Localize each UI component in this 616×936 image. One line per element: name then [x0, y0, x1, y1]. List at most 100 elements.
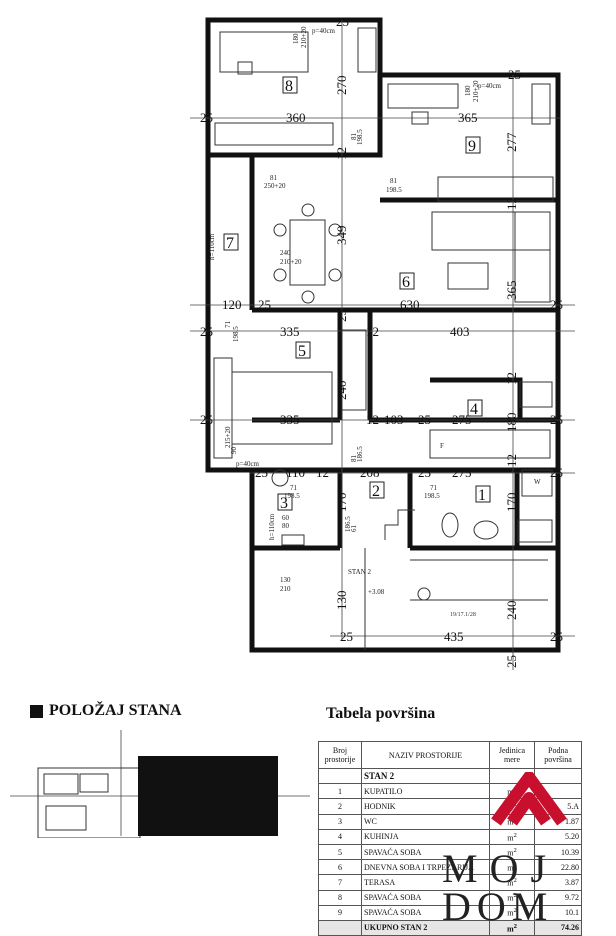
- annotation-notes: p=40cm 180 210+20 p=40cm 180 210+20 81 2…: [208, 26, 541, 618]
- svg-text:335: 335: [280, 412, 300, 427]
- svg-text:25: 25: [200, 324, 213, 339]
- svg-text:25: 25: [418, 465, 431, 480]
- svg-text:12: 12: [504, 372, 519, 385]
- svg-text:170: 170: [504, 493, 519, 513]
- svg-text:277: 277: [504, 132, 519, 152]
- svg-text:240: 240: [504, 601, 519, 621]
- header-unit: Jedinica mere: [489, 741, 535, 769]
- svg-text:DOM: DOM: [442, 884, 553, 927]
- svg-text:25: 25: [255, 465, 268, 480]
- svg-text:61: 61: [350, 525, 358, 533]
- room-label-6: 6: [402, 274, 410, 291]
- svg-text:186.5: 186.5: [344, 516, 352, 532]
- svg-text:103: 103: [384, 412, 404, 427]
- room-label-8: 8: [285, 78, 293, 95]
- svg-text:240: 240: [334, 381, 349, 401]
- svg-text:435: 435: [444, 629, 464, 644]
- floor-plan: 8 9 7 6 5 4 3 2 1 360 365 270 277 349 63…: [190, 14, 575, 670]
- position-title-text: POLOŽAJ STANA: [49, 702, 182, 719]
- svg-text:12: 12: [366, 324, 379, 339]
- svg-text:365: 365: [458, 110, 478, 125]
- svg-text:210+20: 210+20: [472, 80, 480, 102]
- svg-text:25: 25: [418, 412, 431, 427]
- svg-text:25: 25: [334, 309, 349, 322]
- svg-text:25: 25: [200, 412, 213, 427]
- svg-text:250+20: 250+20: [264, 182, 286, 190]
- svg-text:210+20: 210+20: [280, 258, 302, 266]
- walls: [205, 17, 561, 653]
- svg-text:25: 25: [550, 629, 563, 644]
- table-title: Tabela površina: [326, 705, 436, 722]
- svg-text:110: 110: [286, 465, 305, 480]
- svg-text:270: 270: [334, 76, 349, 96]
- svg-text:180: 180: [464, 85, 472, 96]
- svg-text:12: 12: [366, 412, 379, 427]
- svg-text:81: 81: [270, 174, 278, 182]
- position-minimap: [10, 730, 310, 838]
- svg-text:80: 80: [282, 522, 290, 530]
- svg-text:W: W: [534, 478, 541, 486]
- svg-text:210+20: 210+20: [300, 26, 308, 48]
- svg-text:25: 25: [340, 629, 353, 644]
- svg-text:170: 170: [334, 493, 349, 513]
- svg-text:120: 120: [222, 297, 242, 312]
- svg-text:+3.08: +3.08: [368, 588, 385, 596]
- svg-text:25: 25: [504, 655, 519, 668]
- svg-text:25: 25: [550, 412, 563, 427]
- moj-dom-logo: MOJ DOM: [442, 772, 567, 927]
- svg-text:19/17.1/28: 19/17.1/28: [450, 612, 476, 618]
- svg-text:180: 180: [292, 33, 300, 44]
- svg-text:360: 360: [286, 110, 306, 125]
- svg-text:p=40cm: p=40cm: [478, 82, 502, 90]
- room-label-9: 9: [468, 138, 476, 155]
- svg-text:240: 240: [280, 249, 291, 257]
- svg-text:630: 630: [400, 297, 420, 312]
- furniture: [213, 27, 554, 650]
- header-number: Broj prostorije: [318, 741, 362, 769]
- svg-text:130: 130: [280, 576, 291, 584]
- svg-text:12: 12: [504, 454, 519, 467]
- room-label-2: 2: [372, 483, 380, 500]
- area-table: Broj prostorije NAZIV PROSTORIJE Jedinic…: [318, 741, 582, 936]
- svg-text:12: 12: [316, 465, 329, 480]
- svg-text:215+20: 215+20: [224, 426, 232, 448]
- svg-text:12: 12: [504, 197, 519, 210]
- svg-text:25: 25: [550, 465, 563, 480]
- svg-text:25: 25: [258, 297, 271, 312]
- svg-text:180: 180: [504, 413, 519, 433]
- svg-text:130: 130: [334, 591, 349, 611]
- svg-text:71: 71: [430, 484, 438, 492]
- svg-text:365: 365: [504, 281, 519, 301]
- svg-text:335: 335: [280, 324, 300, 339]
- svg-text:198.5: 198.5: [284, 492, 300, 500]
- svg-text:186.5: 186.5: [356, 446, 364, 462]
- header-room-name: NAZIV PROSTORIJE: [361, 741, 490, 769]
- dimension-labels: 360 365 270 277 349 630 120 335 403 365 …: [200, 14, 563, 668]
- svg-text:198.5: 198.5: [386, 186, 402, 194]
- svg-text:p=40cm: p=40cm: [236, 460, 260, 468]
- svg-text:81: 81: [350, 455, 358, 463]
- room-label-7: 7: [226, 235, 234, 252]
- room-label-1: 1: [478, 487, 486, 504]
- svg-text:275: 275: [452, 412, 472, 427]
- svg-text:h=110cm: h=110cm: [268, 513, 276, 540]
- svg-text:71: 71: [224, 321, 232, 329]
- room-label-3: 3: [280, 495, 288, 512]
- svg-text:h=110cm: h=110cm: [208, 233, 216, 260]
- position-title: POLOŽAJ STANA: [30, 702, 182, 720]
- svg-text:25: 25: [550, 297, 563, 312]
- room-label-5: 5: [298, 343, 306, 360]
- svg-text:25: 25: [508, 67, 521, 82]
- svg-text:349: 349: [334, 226, 349, 246]
- svg-text:p=40cm: p=40cm: [312, 27, 336, 35]
- svg-text:275: 275: [452, 465, 472, 480]
- svg-text:198.5: 198.5: [232, 326, 240, 342]
- svg-text:60: 60: [282, 514, 290, 522]
- svg-text:81: 81: [350, 133, 358, 141]
- svg-text:25: 25: [336, 14, 349, 29]
- svg-text:81: 81: [390, 177, 398, 185]
